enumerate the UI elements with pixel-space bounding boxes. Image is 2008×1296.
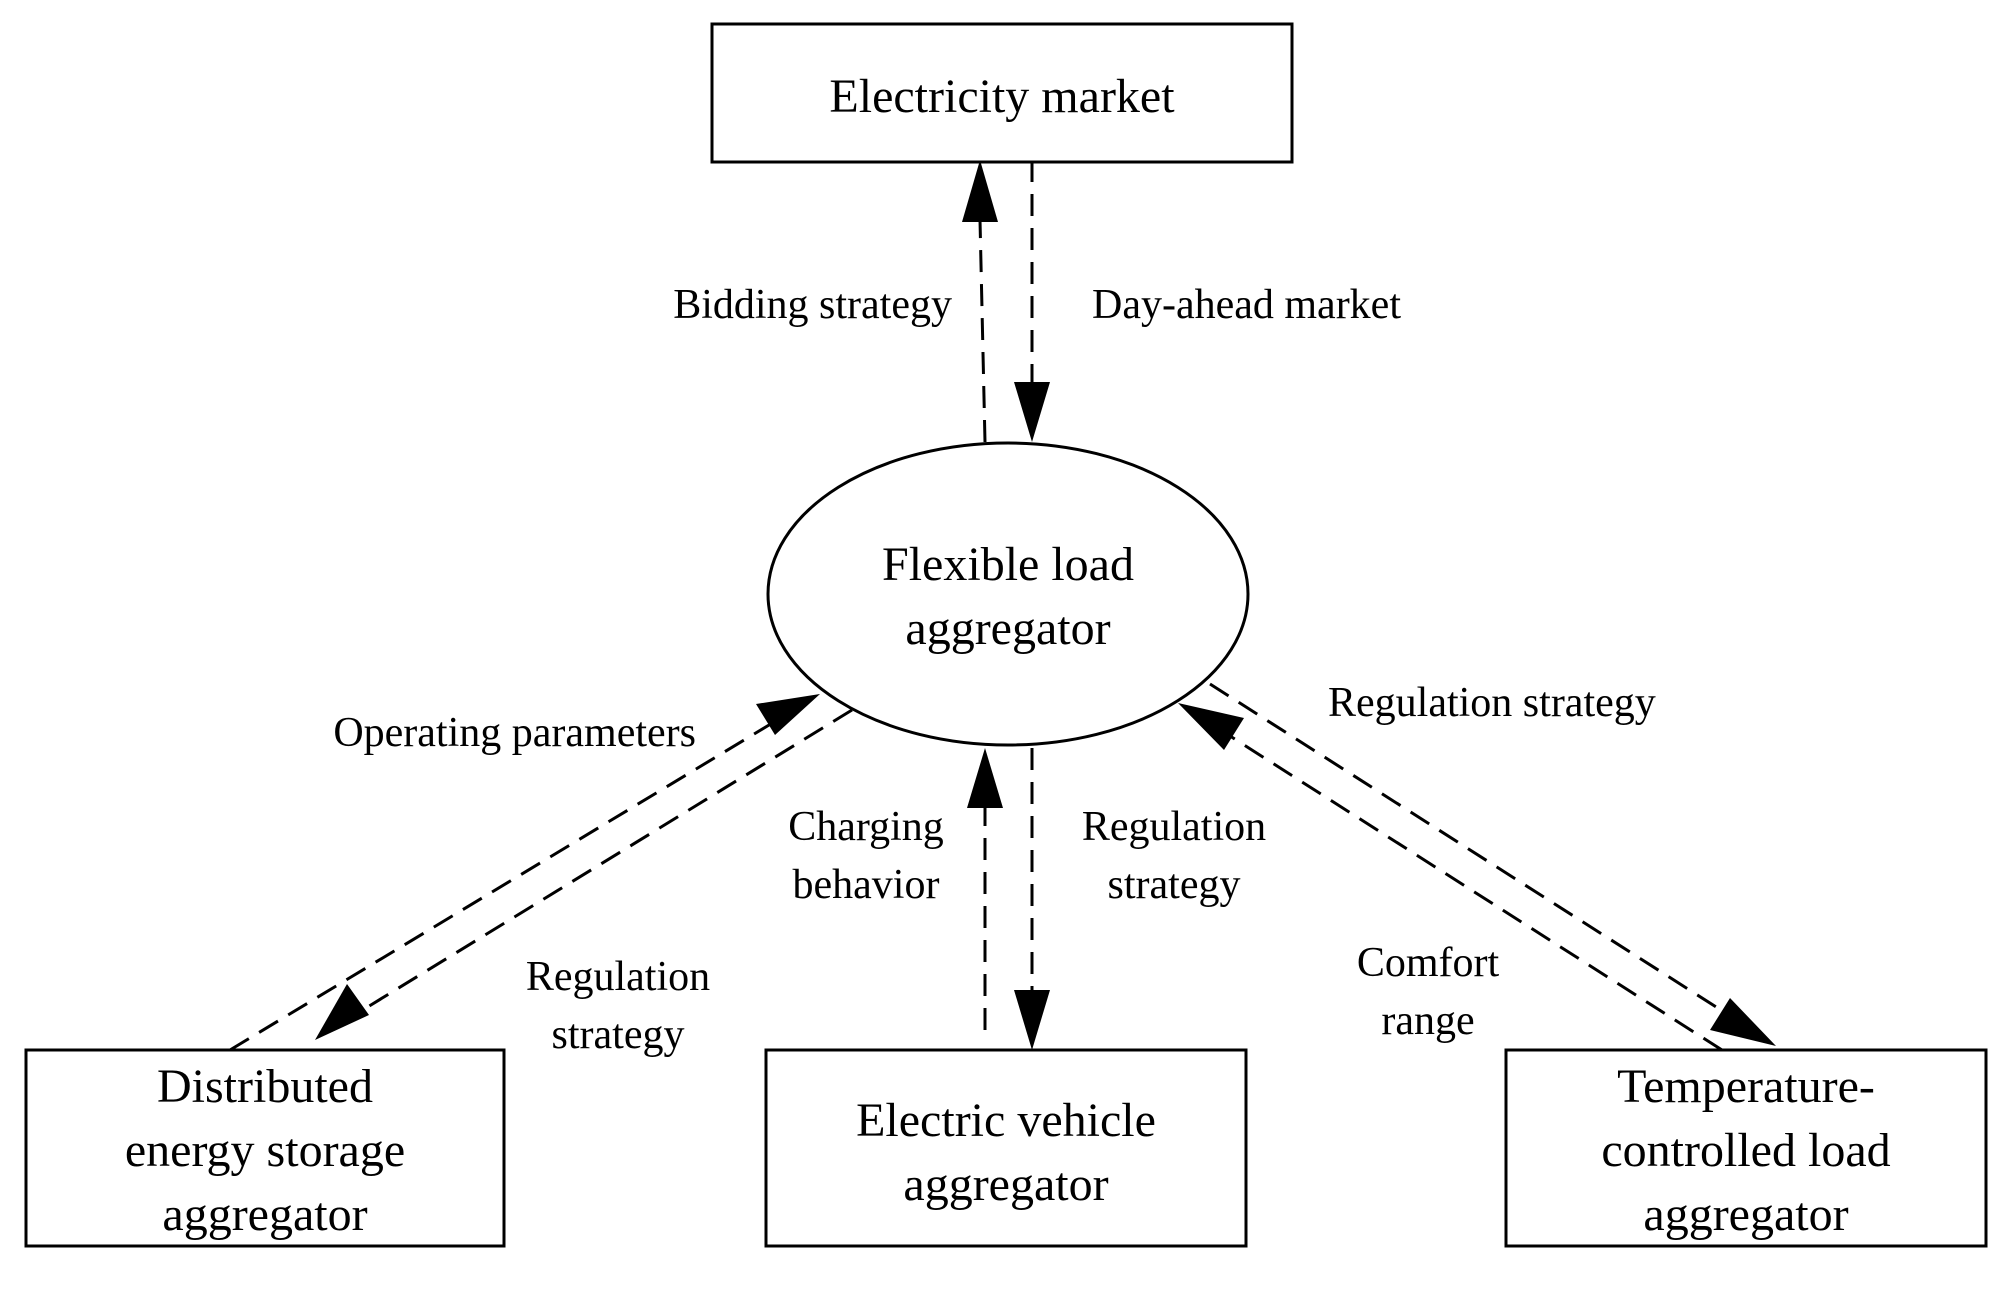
edge-label-charging-behavior-line: behavior xyxy=(793,862,940,908)
edge-ev-regulation xyxy=(1014,748,1050,1050)
arrowhead-icon xyxy=(1710,998,1776,1046)
node-label-line: controlled load xyxy=(1601,1124,1890,1177)
edge-label-ev-regulation-line: strategy xyxy=(1108,862,1241,908)
arrowhead-icon xyxy=(1178,703,1244,750)
arrowhead-down-icon xyxy=(1014,990,1050,1050)
node-electricity-market: Electricity market xyxy=(710,22,1294,164)
node-label-line: Flexible load xyxy=(882,538,1134,591)
arrowhead-up-icon xyxy=(967,748,1003,808)
node-label-line: aggregator xyxy=(1643,1188,1848,1241)
node-label: Electricity market xyxy=(829,70,1175,123)
arrowhead-icon xyxy=(315,984,369,1040)
node-label-line: aggregator xyxy=(903,1158,1108,1211)
edge-charging-behavior xyxy=(967,748,1003,1030)
edge-label-day-ahead-market: Day-ahead market xyxy=(1092,282,1401,328)
edge-label-charging-behavior-line: Charging xyxy=(788,804,944,850)
edge-label-bidding-strategy: Bidding strategy xyxy=(673,282,952,328)
edge-label-operating-parameters: Operating parameters xyxy=(333,710,696,756)
node-label-line: Electric vehicle xyxy=(856,1094,1156,1147)
edge-label-comfort-range-line: range xyxy=(1381,998,1474,1044)
edge-day-ahead-market xyxy=(1014,160,1050,442)
node-label-line: aggregator xyxy=(905,602,1110,655)
edge-label-storage-regulation-line: Regulation xyxy=(526,954,710,1000)
node-label-line: energy storage xyxy=(125,1124,405,1177)
edge-label-ev-regulation-line: Regulation xyxy=(1082,804,1266,850)
edge-tcl-regulation xyxy=(1209,682,1776,1046)
node-label-line: aggregator xyxy=(162,1188,367,1241)
node-label-line: Distributed xyxy=(157,1060,373,1113)
edge-label-comfort-range-line: Comfort xyxy=(1357,940,1500,986)
arrowhead-icon xyxy=(756,694,820,735)
edge-label-storage-regulation-line: strategy xyxy=(552,1012,685,1058)
edge-storage-regulation xyxy=(315,708,853,1040)
arrowhead-down-icon xyxy=(1014,382,1050,442)
edge-comfort-range xyxy=(1178,703,1723,1052)
node-electric-vehicle-aggregator: Electric vehicle aggregator xyxy=(764,1048,1248,1248)
node-label-line: Temperature- xyxy=(1617,1060,1875,1113)
arrowhead-up-icon xyxy=(962,160,998,222)
edge-operating-parameters xyxy=(229,694,820,1052)
node-flexible-load-aggregator: Flexible load aggregator xyxy=(766,441,1250,747)
edge-bidding-strategy xyxy=(962,160,998,443)
node-distributed-energy-storage-aggregator: Distributed energy storage aggregator xyxy=(24,1048,506,1248)
node-temperature-controlled-load-aggregator: Temperature- controlled load aggregator xyxy=(1504,1048,1988,1248)
edge-label-tcl-regulation: Regulation strategy xyxy=(1328,680,1656,726)
